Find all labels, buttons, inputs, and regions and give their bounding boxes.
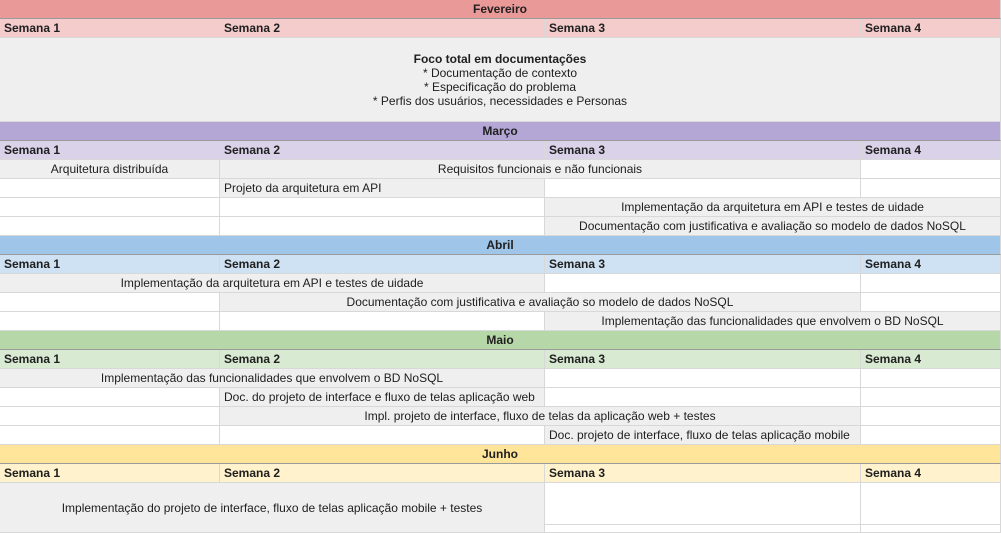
focus-item: * Especificação do problema bbox=[423, 79, 577, 94]
month-header-marco[interactable]: Março bbox=[0, 122, 1001, 141]
week-header-4[interactable]: Semana 4 bbox=[861, 141, 1001, 160]
empty-cell[interactable] bbox=[220, 426, 545, 445]
empty-cell[interactable] bbox=[545, 483, 861, 525]
empty-cell[interactable] bbox=[861, 160, 1001, 179]
empty-cell[interactable] bbox=[0, 198, 220, 217]
week-header-2[interactable]: Semana 2 bbox=[220, 464, 545, 483]
empty-cell[interactable] bbox=[861, 407, 1001, 426]
week-header-4[interactable]: Semana 4 bbox=[861, 350, 1001, 369]
focus-item: * Documentação de contexto bbox=[422, 65, 578, 80]
empty-cell[interactable] bbox=[861, 293, 1001, 312]
empty-cell[interactable] bbox=[545, 525, 861, 533]
task-cell[interactable]: Projeto da arquitetura em API bbox=[220, 179, 545, 198]
empty-cell[interactable] bbox=[0, 217, 220, 236]
empty-cell[interactable] bbox=[861, 274, 1001, 293]
empty-cell[interactable] bbox=[545, 274, 861, 293]
week-header-2[interactable]: Semana 2 bbox=[220, 255, 545, 274]
week-header-2[interactable]: Semana 2 bbox=[220, 19, 545, 38]
month-header-junho[interactable]: Junho bbox=[0, 445, 1001, 464]
week-header-3[interactable]: Semana 3 bbox=[545, 350, 861, 369]
focus-title: Foco total em documentações bbox=[413, 51, 587, 66]
week-header-3[interactable]: Semana 3 bbox=[545, 255, 861, 274]
week-header-3[interactable]: Semana 3 bbox=[545, 19, 861, 38]
task-cell[interactable]: Documentação com justificativa e avaliaç… bbox=[220, 293, 861, 312]
focus-item: * Perfis dos usuários, necessidades e Pe… bbox=[372, 93, 628, 108]
week-header-4[interactable]: Semana 4 bbox=[861, 19, 1001, 38]
week-header-1[interactable]: Semana 1 bbox=[0, 464, 220, 483]
task-cell[interactable]: Implementação da arquitetura em API e te… bbox=[545, 198, 1001, 217]
task-cell[interactable]: Doc. projeto de interface, fluxo de tela… bbox=[545, 426, 861, 445]
week-header-1[interactable]: Semana 1 bbox=[0, 141, 220, 160]
empty-cell[interactable] bbox=[0, 426, 220, 445]
week-header-4[interactable]: Semana 4 bbox=[861, 464, 1001, 483]
empty-cell[interactable] bbox=[861, 426, 1001, 445]
empty-cell[interactable] bbox=[861, 525, 1001, 533]
month-header-abril[interactable]: Abril bbox=[0, 236, 1001, 255]
empty-cell[interactable] bbox=[220, 217, 545, 236]
week-header-1[interactable]: Semana 1 bbox=[0, 19, 220, 38]
task-cell[interactable]: Implementação das funcionalidades que en… bbox=[545, 312, 1001, 331]
focus-note-cell[interactable]: Foco total em documentações * Documentaç… bbox=[0, 38, 1001, 122]
task-cell[interactable]: Requisitos funcionais e não funcionais bbox=[220, 160, 861, 179]
task-cell[interactable]: Implementação da arquitetura em API e te… bbox=[0, 274, 545, 293]
week-header-2[interactable]: Semana 2 bbox=[220, 141, 545, 160]
task-cell[interactable]: Implementação do projeto de interface, f… bbox=[0, 483, 545, 533]
empty-cell[interactable] bbox=[220, 312, 545, 331]
empty-cell[interactable] bbox=[0, 407, 220, 426]
week-header-2[interactable]: Semana 2 bbox=[220, 350, 545, 369]
empty-cell[interactable] bbox=[545, 179, 861, 198]
week-header-1[interactable]: Semana 1 bbox=[0, 350, 220, 369]
month-header-maio[interactable]: Maio bbox=[0, 331, 1001, 350]
task-cell[interactable]: Doc. do projeto de interface e fluxo de … bbox=[220, 388, 545, 407]
empty-cell[interactable] bbox=[0, 179, 220, 198]
empty-cell[interactable] bbox=[861, 483, 1001, 525]
empty-cell[interactable] bbox=[220, 198, 545, 217]
task-cell[interactable]: Arquitetura distribuída bbox=[0, 160, 220, 179]
task-cell[interactable]: Documentação com justificativa e avaliaç… bbox=[545, 217, 1001, 236]
empty-cell[interactable] bbox=[545, 388, 861, 407]
empty-cell[interactable] bbox=[0, 388, 220, 407]
empty-cell[interactable] bbox=[861, 179, 1001, 198]
task-cell[interactable]: Impl. projeto de interface, fluxo de tel… bbox=[220, 407, 861, 426]
week-header-3[interactable]: Semana 3 bbox=[545, 464, 861, 483]
month-header-fevereiro[interactable]: Fevereiro bbox=[0, 0, 1001, 19]
empty-cell[interactable] bbox=[545, 369, 861, 388]
empty-cell[interactable] bbox=[861, 388, 1001, 407]
task-cell[interactable]: Implementação das funcionalidades que en… bbox=[0, 369, 545, 388]
empty-cell[interactable] bbox=[861, 369, 1001, 388]
week-header-3[interactable]: Semana 3 bbox=[545, 141, 861, 160]
week-header-1[interactable]: Semana 1 bbox=[0, 255, 220, 274]
empty-cell[interactable] bbox=[0, 293, 220, 312]
week-header-4[interactable]: Semana 4 bbox=[861, 255, 1001, 274]
empty-cell[interactable] bbox=[0, 312, 220, 331]
